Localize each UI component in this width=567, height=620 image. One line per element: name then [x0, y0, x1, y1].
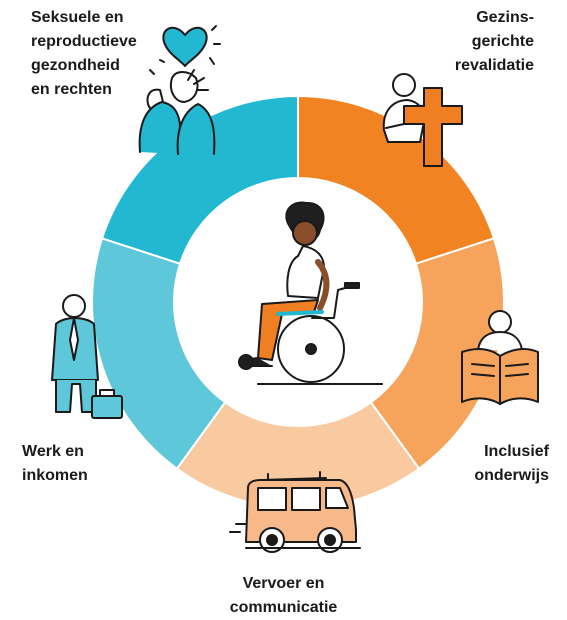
label-line: gezondheid	[31, 57, 120, 74]
person-reading-book-icon	[461, 310, 539, 405]
label-line: gerichte	[471, 33, 534, 50]
person-with-briefcase-icon	[51, 294, 123, 419]
label-line: Werk en	[22, 443, 84, 460]
label-werk-en-inkomen: Werk en inkomen	[22, 440, 88, 488]
label-line: reproductieve	[31, 33, 137, 50]
label-line: inkomen	[22, 467, 88, 484]
label-line: Vervoer en	[242, 575, 325, 592]
label-line: Gezins-	[476, 9, 534, 26]
label-line: Seksuele en	[31, 9, 124, 26]
label-line: communicatie	[229, 599, 338, 616]
label-line: revalidatie	[454, 57, 534, 74]
wheelchair-user-icon	[238, 201, 383, 385]
van-icon	[229, 471, 361, 553]
ring-segment-werk-en-inkomen	[91, 237, 227, 471]
label-inclusief-onderwijs: Inclusief onderwijs	[474, 440, 549, 488]
ring-segment-gezinsgerichte-revalidatie	[297, 94, 496, 265]
label-line: en rechten	[31, 81, 112, 98]
label-line: onderwijs	[474, 467, 549, 484]
ring-segment-seksuele-en-reproductieve-gezondheid	[100, 94, 299, 265]
label-gezinsgerichte-revalidatie: Gezins- gerichte revalidatie	[455, 6, 534, 78]
donut-ring	[91, 94, 505, 510]
label-line: Inclusief	[484, 443, 549, 460]
label-seksuele-en-reproductieve-gezondheid: Seksuele en reproductieve gezondheid en …	[31, 6, 137, 102]
person-with-cross-icon	[382, 73, 463, 167]
couple-with-heart-icon	[138, 25, 221, 155]
label-vervoer-en-communicatie: Vervoer en communicatie	[0, 572, 567, 620]
